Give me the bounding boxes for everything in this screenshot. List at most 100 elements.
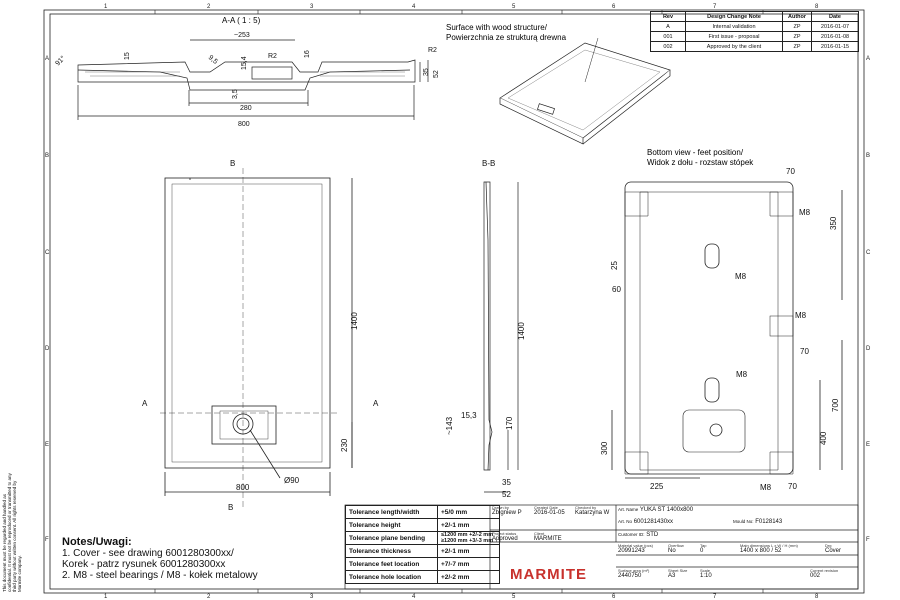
drawing-frame xyxy=(43,9,865,594)
rev-cell: A xyxy=(650,21,686,32)
grid-row-label: B xyxy=(45,153,49,159)
grid-col-label: 1 xyxy=(104,4,108,10)
section-a-right-label: A xyxy=(373,399,379,408)
table-row: Tolerance thickness+2/-1 mm xyxy=(345,544,500,558)
bottom-dimension: M8 xyxy=(795,311,807,320)
table-row: Tolerance height+2/-1 mm xyxy=(345,518,500,532)
wood-label-en: Surface with wood structure/ xyxy=(446,23,548,32)
tol-value: ≤1200 mm +2/-2 mm xyxy=(441,532,494,538)
section-b-bottom-label: B xyxy=(228,503,233,512)
bottom-label-en: Bottom view - feet position/ xyxy=(647,148,744,157)
grid-col-label: 6 xyxy=(612,4,616,10)
bottom-dimension: 70 xyxy=(788,482,797,491)
tb-maxdim: Main dimensions L x W / H (mm)1400 x 800… xyxy=(740,543,798,554)
bb-dim-height: 1400 xyxy=(517,322,526,340)
bottom-dimension: 70 xyxy=(800,347,809,356)
grid-row-label: C xyxy=(866,250,871,256)
grid-row-label: A xyxy=(45,56,49,62)
aa-dimension: 16 xyxy=(304,50,311,58)
section-bb-title: B-B xyxy=(482,159,495,168)
wood-label-pl: Powierzchnia ze strukturą drewna xyxy=(446,33,567,42)
bottom-dimension: 25 xyxy=(610,261,619,270)
bottom-label-pl: Widok z dołu - rozstaw stópek xyxy=(647,158,754,167)
tol-value: +7/-7 mm xyxy=(437,557,500,571)
plan-view xyxy=(160,168,353,510)
tol-label: Tolerance feet location xyxy=(345,557,438,571)
grid-col-label: 3 xyxy=(310,594,314,600)
grid-row-label: E xyxy=(45,442,49,448)
bottom-dimension: 300 xyxy=(600,441,609,455)
notes-title: Notes/Uwagi: xyxy=(62,536,132,548)
confidential-side-note: This document must be regarded and handl… xyxy=(2,473,22,592)
tol-label: Tolerance hole location xyxy=(345,570,438,584)
bottom-view xyxy=(611,181,843,479)
grid-col-label: 2 xyxy=(207,4,211,10)
bottom-dimension: M8 xyxy=(736,370,748,379)
tol-label: Tolerance thickness xyxy=(345,544,438,558)
rev-cell: 001 xyxy=(650,31,686,42)
bottom-dimension: M8 xyxy=(735,272,747,281)
aa-dimension: 91° xyxy=(54,54,67,67)
grid-col-label: 3 xyxy=(310,4,314,10)
grid-row-label: C xyxy=(45,250,50,256)
table-row: A Internal validation ZP 2016-01-07 xyxy=(650,21,859,32)
bottom-dimension: M8 xyxy=(799,208,811,217)
grid-row-label: A xyxy=(866,56,870,62)
bb-dim-15-3: 15,3 xyxy=(461,411,477,420)
aa-dimension: 280 xyxy=(240,105,252,112)
tol-value: ≥1200 mm +3/-3 mm xyxy=(441,538,494,544)
tb-surface: Surface area (m²)2440750 xyxy=(618,568,650,579)
grid-row-label: D xyxy=(866,346,871,352)
tol-label: Tolerance length/width xyxy=(345,505,438,519)
section-aa-view xyxy=(77,39,429,120)
rev-cell: ZP xyxy=(782,41,812,52)
marmite-logo: MARMITE xyxy=(510,566,587,583)
aa-dimension: 35 xyxy=(423,68,430,76)
plan-dim-width: 800 xyxy=(236,483,250,492)
bottom-dimension: 400 xyxy=(819,431,828,445)
table-row: Tolerance feet location+7/-7 mm xyxy=(345,557,500,571)
grid-row-label: F xyxy=(45,537,49,543)
rev-header-note: Design Change Note xyxy=(685,11,783,22)
bottom-dimension: 70 xyxy=(786,167,795,176)
plan-dim-diameter: Ø90 xyxy=(284,476,300,485)
grid-col-label: 2 xyxy=(207,594,211,600)
plan-dim-230: 230 xyxy=(340,438,349,452)
rev-header-date: Date xyxy=(811,11,859,22)
bottom-dimension: 350 xyxy=(829,216,838,230)
grid-col-label: 6 xyxy=(612,594,616,600)
grid-col-label: 5 xyxy=(512,594,516,600)
rev-cell: Approved by the client xyxy=(685,41,783,52)
plan-dim-height: 1400 xyxy=(350,312,359,330)
tb-customer: Customer ID: STD xyxy=(618,532,659,538)
grid-row-label: B xyxy=(866,153,870,159)
rev-header-rev: Rev xyxy=(650,11,686,22)
notes-block: Notes/Uwagi: 1. Cover - see drawing 6001… xyxy=(62,536,258,582)
tol-label: Tolerance plane bending xyxy=(345,531,438,545)
bottom-dimension: M8 xyxy=(760,483,772,492)
table-row: 001 First issue - proposal ZP 2016-01-08 xyxy=(650,31,859,42)
grid-col-label: 1 xyxy=(104,594,108,600)
grid-col-label: 4 xyxy=(412,4,416,10)
aa-dimension: R2 xyxy=(428,47,437,54)
wood-surface-view xyxy=(499,37,671,145)
tb-material: Material value (pcs)20991243 xyxy=(618,543,653,554)
rev-cell: ZP xyxy=(782,31,812,42)
drawing-inner-frame xyxy=(49,13,859,590)
aa-dimension: 9,5 xyxy=(207,54,219,66)
aa-dimension: R2 xyxy=(268,53,277,60)
tol-value: +2/-1 mm xyxy=(437,518,500,532)
table-row: Tolerance hole location+2/-2 mm xyxy=(345,570,500,584)
bottom-dimension: 60 xyxy=(612,285,621,294)
tolerance-table: Tolerance length/width+5/0 mm Tolerance … xyxy=(345,505,500,584)
grid-row-label: F xyxy=(866,537,870,543)
notes-line-2: Korek - patrz rysunek 6001280300xx xyxy=(62,559,226,570)
